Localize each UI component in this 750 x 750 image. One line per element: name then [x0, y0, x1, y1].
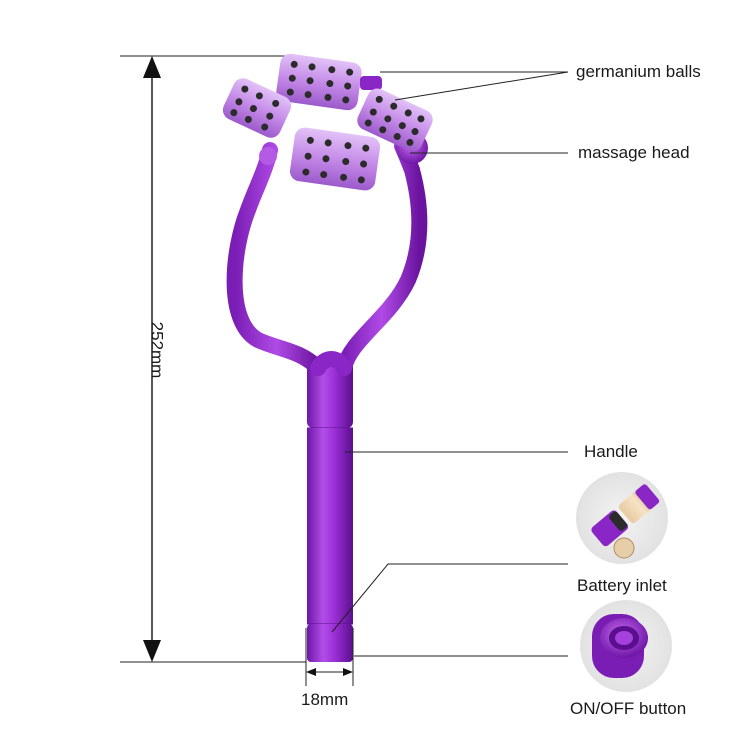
- roller-top: [276, 53, 382, 111]
- label-on-off-button: ON/OFF button: [570, 699, 687, 718]
- on-off-button-photo: [580, 600, 672, 692]
- callout-lines: [331, 71, 569, 657]
- roller-left: [222, 78, 292, 138]
- joint-left: [259, 147, 277, 165]
- battery-inlet-photo: [576, 472, 668, 564]
- roller-right: [357, 88, 433, 152]
- height-value: 252mm: [147, 321, 167, 379]
- height-dimension: [120, 55, 306, 663]
- width-value: 18mm: [301, 690, 349, 709]
- roller-center: [289, 127, 381, 191]
- label-handle: Handle: [584, 442, 638, 461]
- width-dimension: [305, 628, 354, 686]
- label-germanium-balls: germanium balls: [576, 62, 701, 81]
- label-massage-head: massage head: [578, 143, 690, 162]
- label-battery-inlet: Battery inlet: [577, 576, 667, 595]
- handle: [307, 358, 353, 662]
